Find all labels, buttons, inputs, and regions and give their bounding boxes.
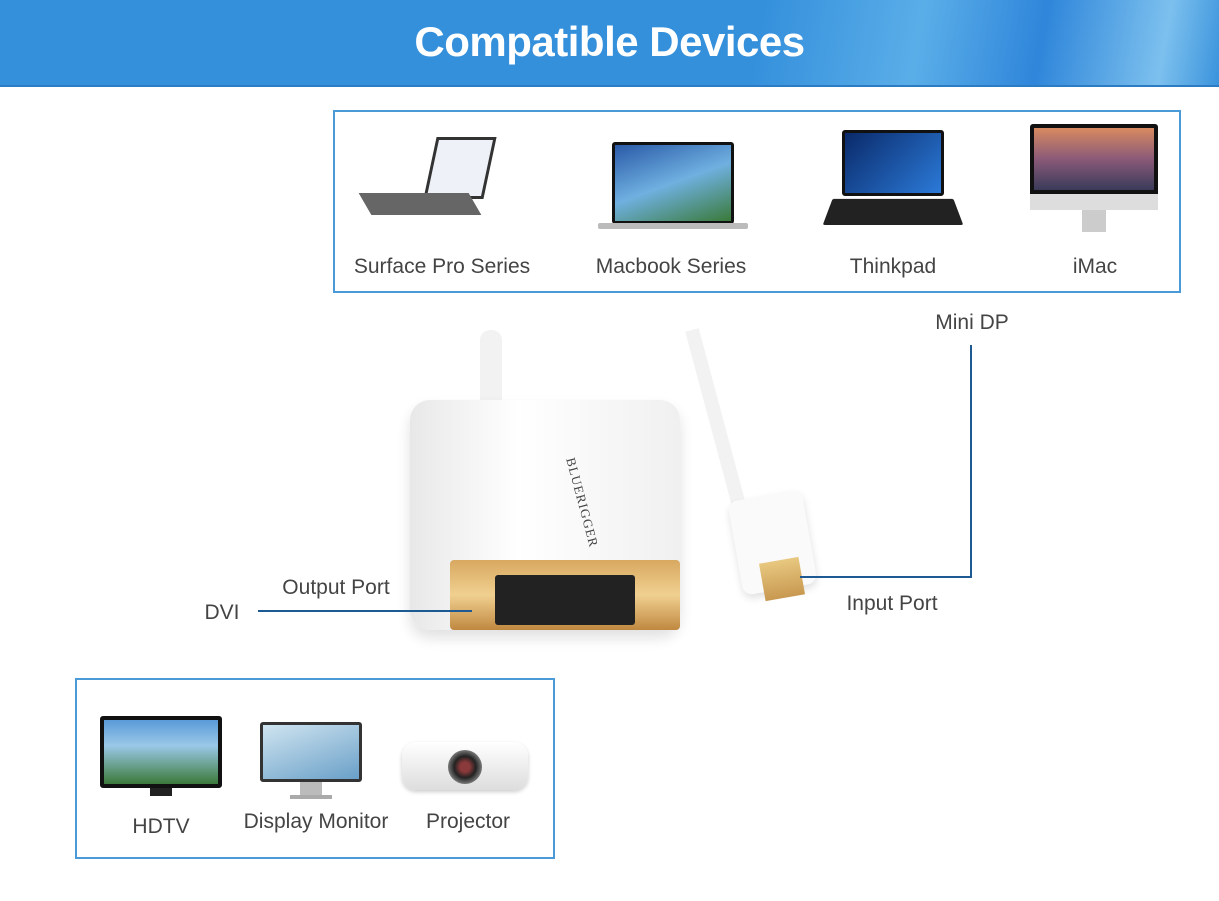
device-label-imac: iMac	[1072, 255, 1118, 278]
hdtv-image	[100, 716, 222, 798]
dvi-label: DVI	[204, 601, 240, 624]
macbook-image	[598, 140, 748, 230]
input-port-label: Input Port	[846, 592, 938, 615]
surface-pro-image	[358, 135, 515, 235]
thinkpad-image	[822, 128, 964, 228]
output-callout-line	[258, 610, 472, 612]
mini-dp-label: Mini DP	[935, 311, 1009, 334]
input-callout-line	[800, 576, 972, 578]
cable-image: BLUERIGGER	[400, 328, 820, 660]
device-label-hdtv: HDTV	[132, 815, 190, 838]
input-callout-line	[970, 345, 972, 578]
monitor-image	[260, 722, 362, 800]
device-label-projector: Projector	[425, 810, 511, 833]
device-label-macbook: Macbook Series	[595, 255, 747, 278]
display-devices-box	[75, 678, 555, 859]
output-port-label: Output Port	[282, 576, 390, 599]
device-label-monitor: Display Monitor	[243, 810, 389, 833]
projector-image	[402, 738, 528, 792]
device-label-thinkpad: Thinkpad	[849, 255, 937, 278]
source-devices-box	[333, 110, 1181, 293]
page-title: Compatible Devices	[414, 18, 805, 65]
imac-image	[1030, 124, 1158, 236]
header-banner: Compatible Devices	[0, 0, 1219, 87]
device-label-surface: Surface Pro Series	[353, 255, 531, 278]
